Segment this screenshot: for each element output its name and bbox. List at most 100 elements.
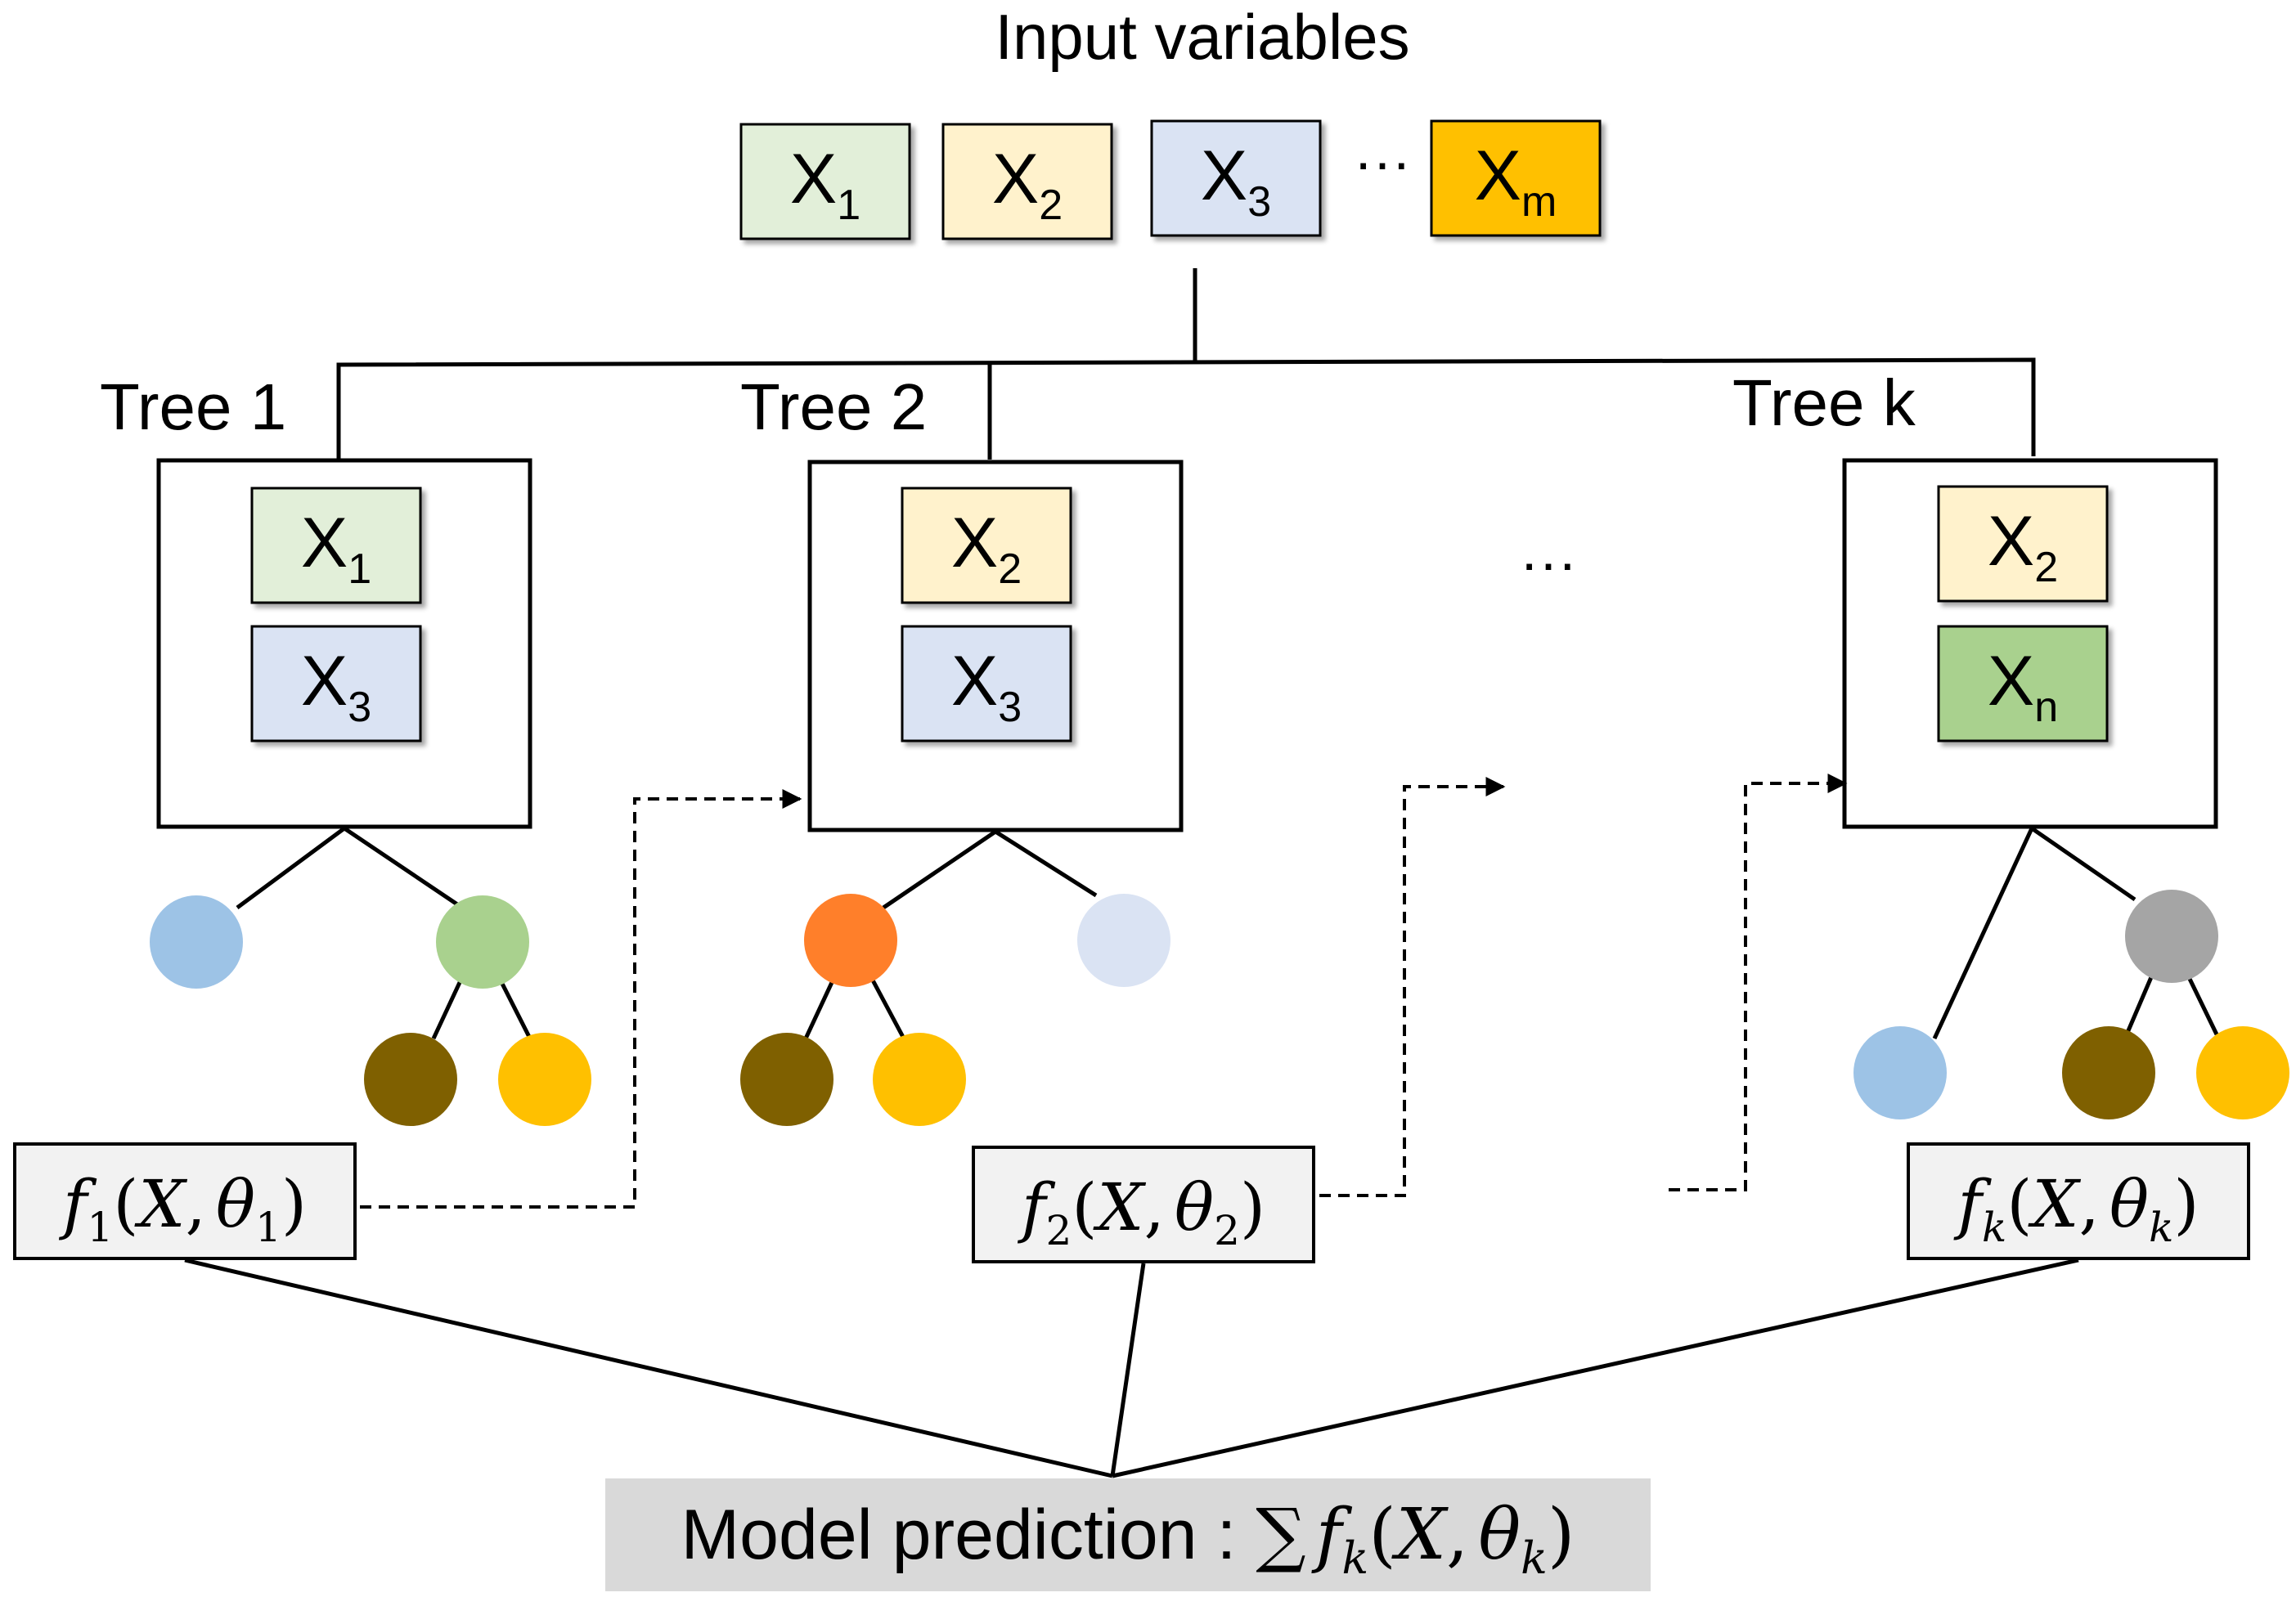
output-f2-open: ( — [1072, 1169, 1097, 1245]
tree-k-var-1-sub: 2 — [2034, 544, 2058, 591]
input-x1: X1 — [739, 123, 911, 240]
tree-1-leaf-brown — [364, 1033, 457, 1126]
output-f1-open: ( — [113, 1166, 138, 1242]
input-ellipsis: ··· — [1354, 130, 1411, 194]
prediction-close: ) — [1548, 1494, 1575, 1576]
output-fk-theta-sub: k — [2149, 1204, 2173, 1251]
input-x2: X2 — [941, 123, 1113, 240]
input-x1-base: X — [790, 140, 837, 218]
output-f2-comma: , — [1144, 1169, 1164, 1245]
prediction-comma: , — [1446, 1494, 1468, 1576]
svg-text:X1: X1 — [301, 504, 371, 593]
tree-2-var-2-base: X — [951, 642, 998, 720]
output-f1-theta: θ — [216, 1166, 255, 1242]
prediction-x: X — [1391, 1494, 1449, 1576]
tree-2-leaf-paleblue — [1077, 894, 1170, 987]
output-fk-close: ) — [2173, 1166, 2199, 1242]
svg-text:Xn: Xn — [1988, 642, 2058, 731]
tree-2-label: Tree 2 — [740, 370, 927, 443]
tree-k-leaf-blue — [1853, 1026, 1947, 1119]
input-x3: X3 — [1150, 119, 1322, 237]
output-f1-comma: , — [185, 1166, 205, 1242]
tree-k-nodes — [1853, 826, 2289, 1119]
tree-1-leaf-gold — [498, 1033, 591, 1126]
tree-1-var-2-sub: 3 — [348, 684, 371, 731]
tree-k-node-gray — [2125, 890, 2218, 983]
tree-1-label: Tree 1 — [100, 370, 286, 443]
tree-k-box: X2 Xn — [1842, 458, 2218, 829]
tree-1-var-1-base: X — [301, 504, 348, 582]
output-f1-theta-sub: 1 — [255, 1204, 281, 1251]
input-x3-base: X — [1201, 137, 1247, 215]
tree-2-node-orange — [804, 894, 897, 987]
arrow-prev-to-tree-k — [1669, 774, 1848, 1191]
input-x1-sub: 1 — [837, 182, 860, 229]
svg-text:X2: X2 — [951, 504, 1022, 593]
boosting-arrows — [360, 774, 1848, 1209]
svg-text:Model prediction : ∑fk(X,θk): Model prediction : ∑fk(X,θk) — [681, 1494, 1575, 1584]
prediction-theta: θ — [1478, 1494, 1521, 1576]
input-xm: Xm — [1430, 119, 1602, 237]
output-f2-theta: θ — [1175, 1169, 1214, 1245]
prediction-f-sub: k — [1342, 1532, 1369, 1584]
output-f1: f1(X,θ1) — [13, 1142, 357, 1260]
tree-2-leaf-gold — [873, 1033, 966, 1126]
input-x2-base: X — [992, 140, 1039, 218]
tree-1-var-1-sub: 1 — [348, 545, 371, 593]
tree-2-var-1-sub: 2 — [998, 545, 1022, 593]
svg-text:X3: X3 — [301, 642, 371, 731]
input-x2-sub: 2 — [1039, 182, 1063, 229]
output-f1-close: ) — [281, 1166, 307, 1242]
tree-k-leaf-gold — [2196, 1026, 2289, 1119]
tree-2-nodes — [740, 829, 1170, 1126]
tree-k-var-2-sub: n — [2034, 684, 2058, 731]
distribution-connector — [336, 268, 2036, 460]
output-fk-theta: θ — [2110, 1166, 2149, 1242]
tree-k-var-1-base: X — [1988, 502, 2034, 581]
tree-k-var-2-base: X — [1988, 642, 2034, 720]
input-variables: X1 X2 X3 ··· Xm — [739, 119, 1602, 240]
output-f1-x: X — [134, 1166, 188, 1242]
tree-2-box: X2 X3 — [807, 460, 1184, 832]
prediction-theta-sub: k — [1521, 1532, 1548, 1584]
output-fk-open: ( — [2006, 1166, 2032, 1242]
output-f2-close: ) — [1240, 1169, 1265, 1245]
tree-2-leaf-brown — [740, 1033, 833, 1126]
tree-1-box: X1 X3 — [156, 458, 532, 829]
tree-k-label: Tree k — [1732, 366, 1916, 439]
trees-ellipsis: ··· — [1520, 531, 1577, 594]
svg-text:f1(X,θ1): f1(X,θ1) — [59, 1166, 307, 1251]
tree-k-leaf-brown — [2062, 1026, 2155, 1119]
input-x3-sub: 3 — [1247, 178, 1271, 226]
svg-text:fk(X,θk): fk(X,θk) — [1953, 1166, 2199, 1251]
output-fk-x: X — [2028, 1166, 2082, 1242]
output-f2: f2(X,θ2) — [972, 1146, 1315, 1263]
output-f2-theta-sub: 2 — [1214, 1207, 1240, 1254]
svg-text:Xm: Xm — [1475, 137, 1557, 226]
prediction-sum: ∑ — [1256, 1494, 1305, 1576]
svg-text:X3: X3 — [951, 642, 1022, 731]
model-prediction: Model prediction : ∑fk(X,θk) — [605, 1478, 1651, 1591]
output-f2-x: X — [1093, 1169, 1147, 1245]
prediction-label: Model prediction : — [681, 1496, 1256, 1574]
input-xm-sub: m — [1521, 178, 1557, 226]
tree-1-nodes — [150, 826, 591, 1126]
tree-2-var-2-sub: 3 — [998, 684, 1022, 731]
tree-1-var-2-base: X — [301, 642, 348, 720]
prediction-open: ( — [1368, 1494, 1396, 1576]
arrow-f2-to-next — [1319, 777, 1506, 1197]
output-fk-comma: , — [2078, 1166, 2099, 1242]
tree-1-node-green — [436, 895, 529, 989]
svg-text:X2: X2 — [1988, 502, 2058, 591]
arrow-f1-to-tree-2 — [360, 789, 802, 1209]
svg-text:X1: X1 — [790, 140, 860, 229]
svg-text:X2: X2 — [992, 140, 1063, 229]
input-xm-base: X — [1475, 137, 1521, 215]
svg-text:X3: X3 — [1201, 137, 1271, 226]
aggregation-lines — [184, 1258, 2079, 1478]
diagram-title: Input variables — [995, 1, 1409, 73]
output-fk-f-sub: k — [1982, 1204, 2006, 1251]
output-f2-f-sub: 2 — [1045, 1207, 1072, 1254]
output-f1-f-sub: 1 — [87, 1204, 113, 1251]
